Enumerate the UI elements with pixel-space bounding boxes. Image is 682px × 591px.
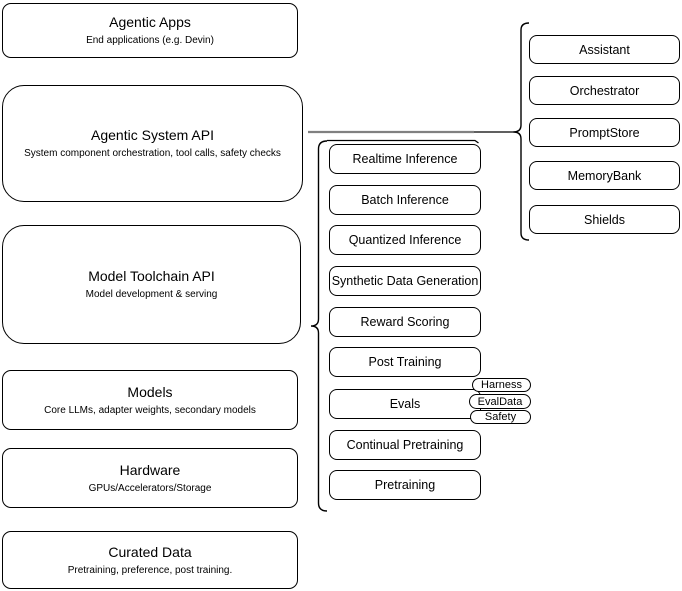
node-pretraining: Pretraining (329, 470, 481, 500)
node-title: Curated Data (108, 543, 192, 560)
node-title: Model Toolchain API (88, 268, 215, 284)
system-components-bracket (513, 22, 530, 241)
pill-label: EvalData (477, 395, 523, 408)
node-continual-pretraining: Continual Pretraining (329, 430, 481, 460)
node-label: Post Training (368, 355, 442, 369)
node-subtitle: End applications (e.g. Devin) (86, 35, 214, 46)
node-agentic-system-api: Agentic System API System component orch… (2, 85, 303, 202)
node-orchestrator: Orchestrator (529, 76, 680, 105)
node-curated-data: Curated Data Pretraining, preference, po… (2, 531, 298, 589)
node-model-toolchain-api: Model Toolchain API Model development & … (2, 225, 301, 344)
node-subtitle: Pretraining, preference, post training. (67, 564, 233, 576)
node-batch-inference: Batch Inference (329, 185, 481, 215)
node-subtitle: Core LLMs, adapter weights, secondary mo… (44, 404, 256, 416)
node-hardware: Hardware GPUs/Accelerators/Storage (2, 448, 298, 508)
toolchain-bracket (310, 140, 328, 512)
node-label: Batch Inference (361, 193, 449, 207)
node-promptstore: PromptStore (529, 118, 680, 147)
node-label: Reward Scoring (360, 315, 450, 329)
pill-label: Harness (481, 379, 522, 391)
pill-label: Safety (484, 411, 517, 423)
node-label: Assistant (579, 42, 630, 57)
node-memorybank: MemoryBank (529, 161, 680, 190)
node-reward-scoring: Reward Scoring (329, 307, 481, 337)
toolchain-connector-line (327, 139, 479, 144)
pill-harness: Harness (472, 378, 531, 392)
node-post-training: Post Training (329, 347, 481, 377)
node-synthetic-data-generation: Synthetic Data Generation (329, 266, 481, 296)
node-assistant: Assistant (529, 35, 680, 64)
node-label: Realtime Inference (352, 152, 458, 166)
node-subtitle: Model development & serving (85, 289, 218, 300)
pill-evaldata: EvalData (469, 394, 531, 409)
node-title: Models (127, 383, 173, 400)
node-label: Orchestrator (569, 83, 640, 98)
node-models: Models Core LLMs, adapter weights, secon… (2, 370, 298, 430)
node-evals: Evals (329, 389, 481, 419)
node-label: MemoryBank (567, 168, 642, 183)
node-label: Evals (389, 397, 421, 411)
node-label: Continual Pretraining (346, 438, 464, 452)
node-label: Synthetic Data Generation (331, 274, 479, 288)
node-label: Pretraining (374, 478, 436, 492)
node-quantized-inference: Quantized Inference (329, 225, 481, 255)
node-realtime-inference: Realtime Inference (329, 144, 481, 174)
node-label: Quantized Inference (348, 233, 462, 247)
node-agentic-apps: Agentic Apps End applications (e.g. Devi… (2, 3, 298, 58)
node-title: Agentic System API (91, 127, 214, 143)
node-label: PromptStore (569, 125, 640, 140)
pill-safety: Safety (470, 410, 531, 424)
node-subtitle: System component orchestration, tool cal… (24, 148, 281, 159)
node-title: Agentic Apps (109, 14, 191, 30)
node-subtitle: GPUs/Accelerators/Storage (88, 482, 212, 494)
node-label: Shields (584, 212, 625, 227)
node-title: Hardware (119, 461, 181, 478)
node-shields: Shields (529, 205, 680, 234)
